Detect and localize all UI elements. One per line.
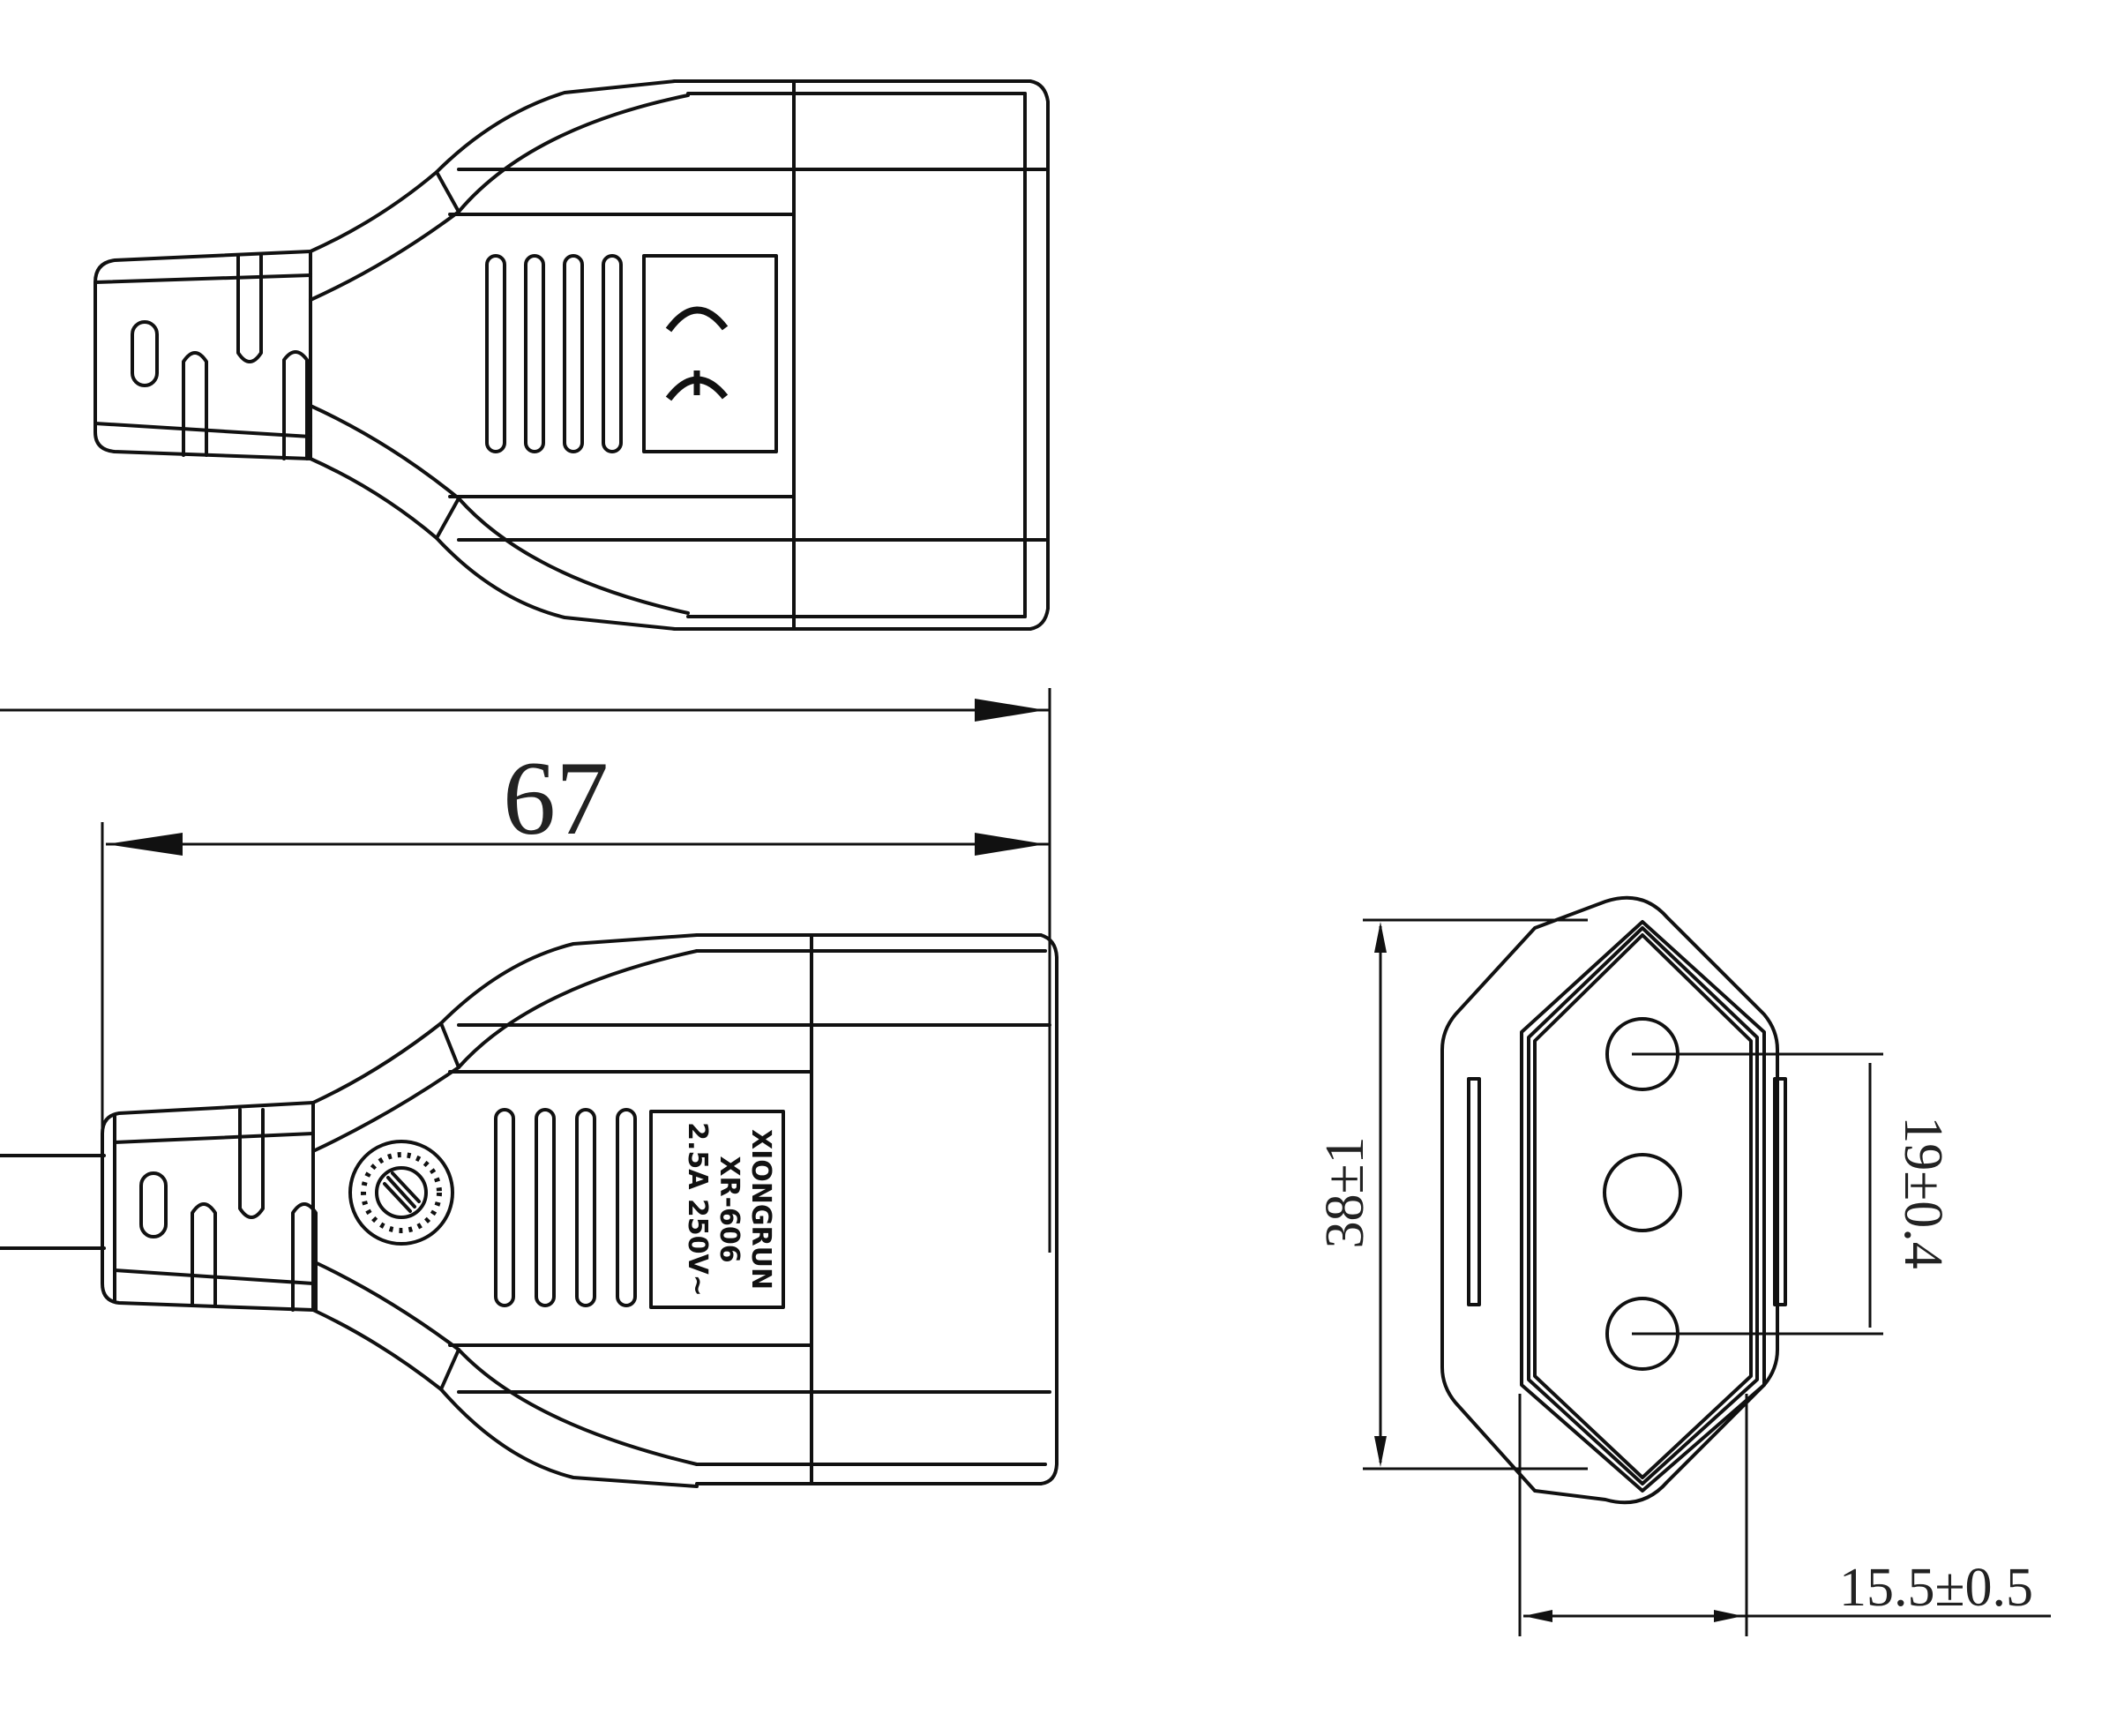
- ce-mark-box: [642, 254, 778, 453]
- dimension-pin-spacing-label: 19±0.4: [1893, 1116, 1953, 1269]
- vent-slot: [485, 254, 506, 453]
- dimension-overall-length: 67: [0, 688, 1051, 1253]
- dimension-height-label: 38±1: [1315, 1136, 1375, 1248]
- vent-slot: [616, 1108, 637, 1307]
- dimension-height: 38±1: [1315, 918, 1588, 1470]
- dimension-overall-length-label: 67: [503, 739, 609, 857]
- dimension-pin-spacing: 19±0.4: [1632, 1052, 1953, 1336]
- top-view-plug: [94, 79, 1050, 631]
- rating-label-box: [649, 1110, 785, 1309]
- rating-label: XIONGRUN XR-606 2.5A 250V~: [682, 1122, 776, 1297]
- rating-label-model: XR-606: [714, 1156, 744, 1262]
- vent-slot: [575, 1108, 596, 1307]
- vent-slot: [535, 1108, 556, 1307]
- dimension-width-label: 15.5±0.5: [1839, 1558, 2033, 1618]
- rating-label-brand: XIONGRUN: [745, 1129, 776, 1290]
- ce-mark-icon: [665, 306, 729, 401]
- date-code-wheel-icon: [348, 1140, 454, 1246]
- dimension-width: 15.5±0.5: [1518, 1394, 2051, 1636]
- pin-hole: [1603, 1153, 1682, 1232]
- vent-slot: [494, 1108, 515, 1307]
- front-view-pin-face: [1440, 895, 1787, 1505]
- vent-slot: [602, 254, 623, 453]
- side-view-plug: XIONGRUN XR-606 2.5A 250V~: [0, 933, 1058, 1488]
- rating-label-rating: 2.5A 250V~: [682, 1122, 713, 1297]
- vent-slot: [524, 254, 545, 453]
- vent-slot: [563, 254, 584, 453]
